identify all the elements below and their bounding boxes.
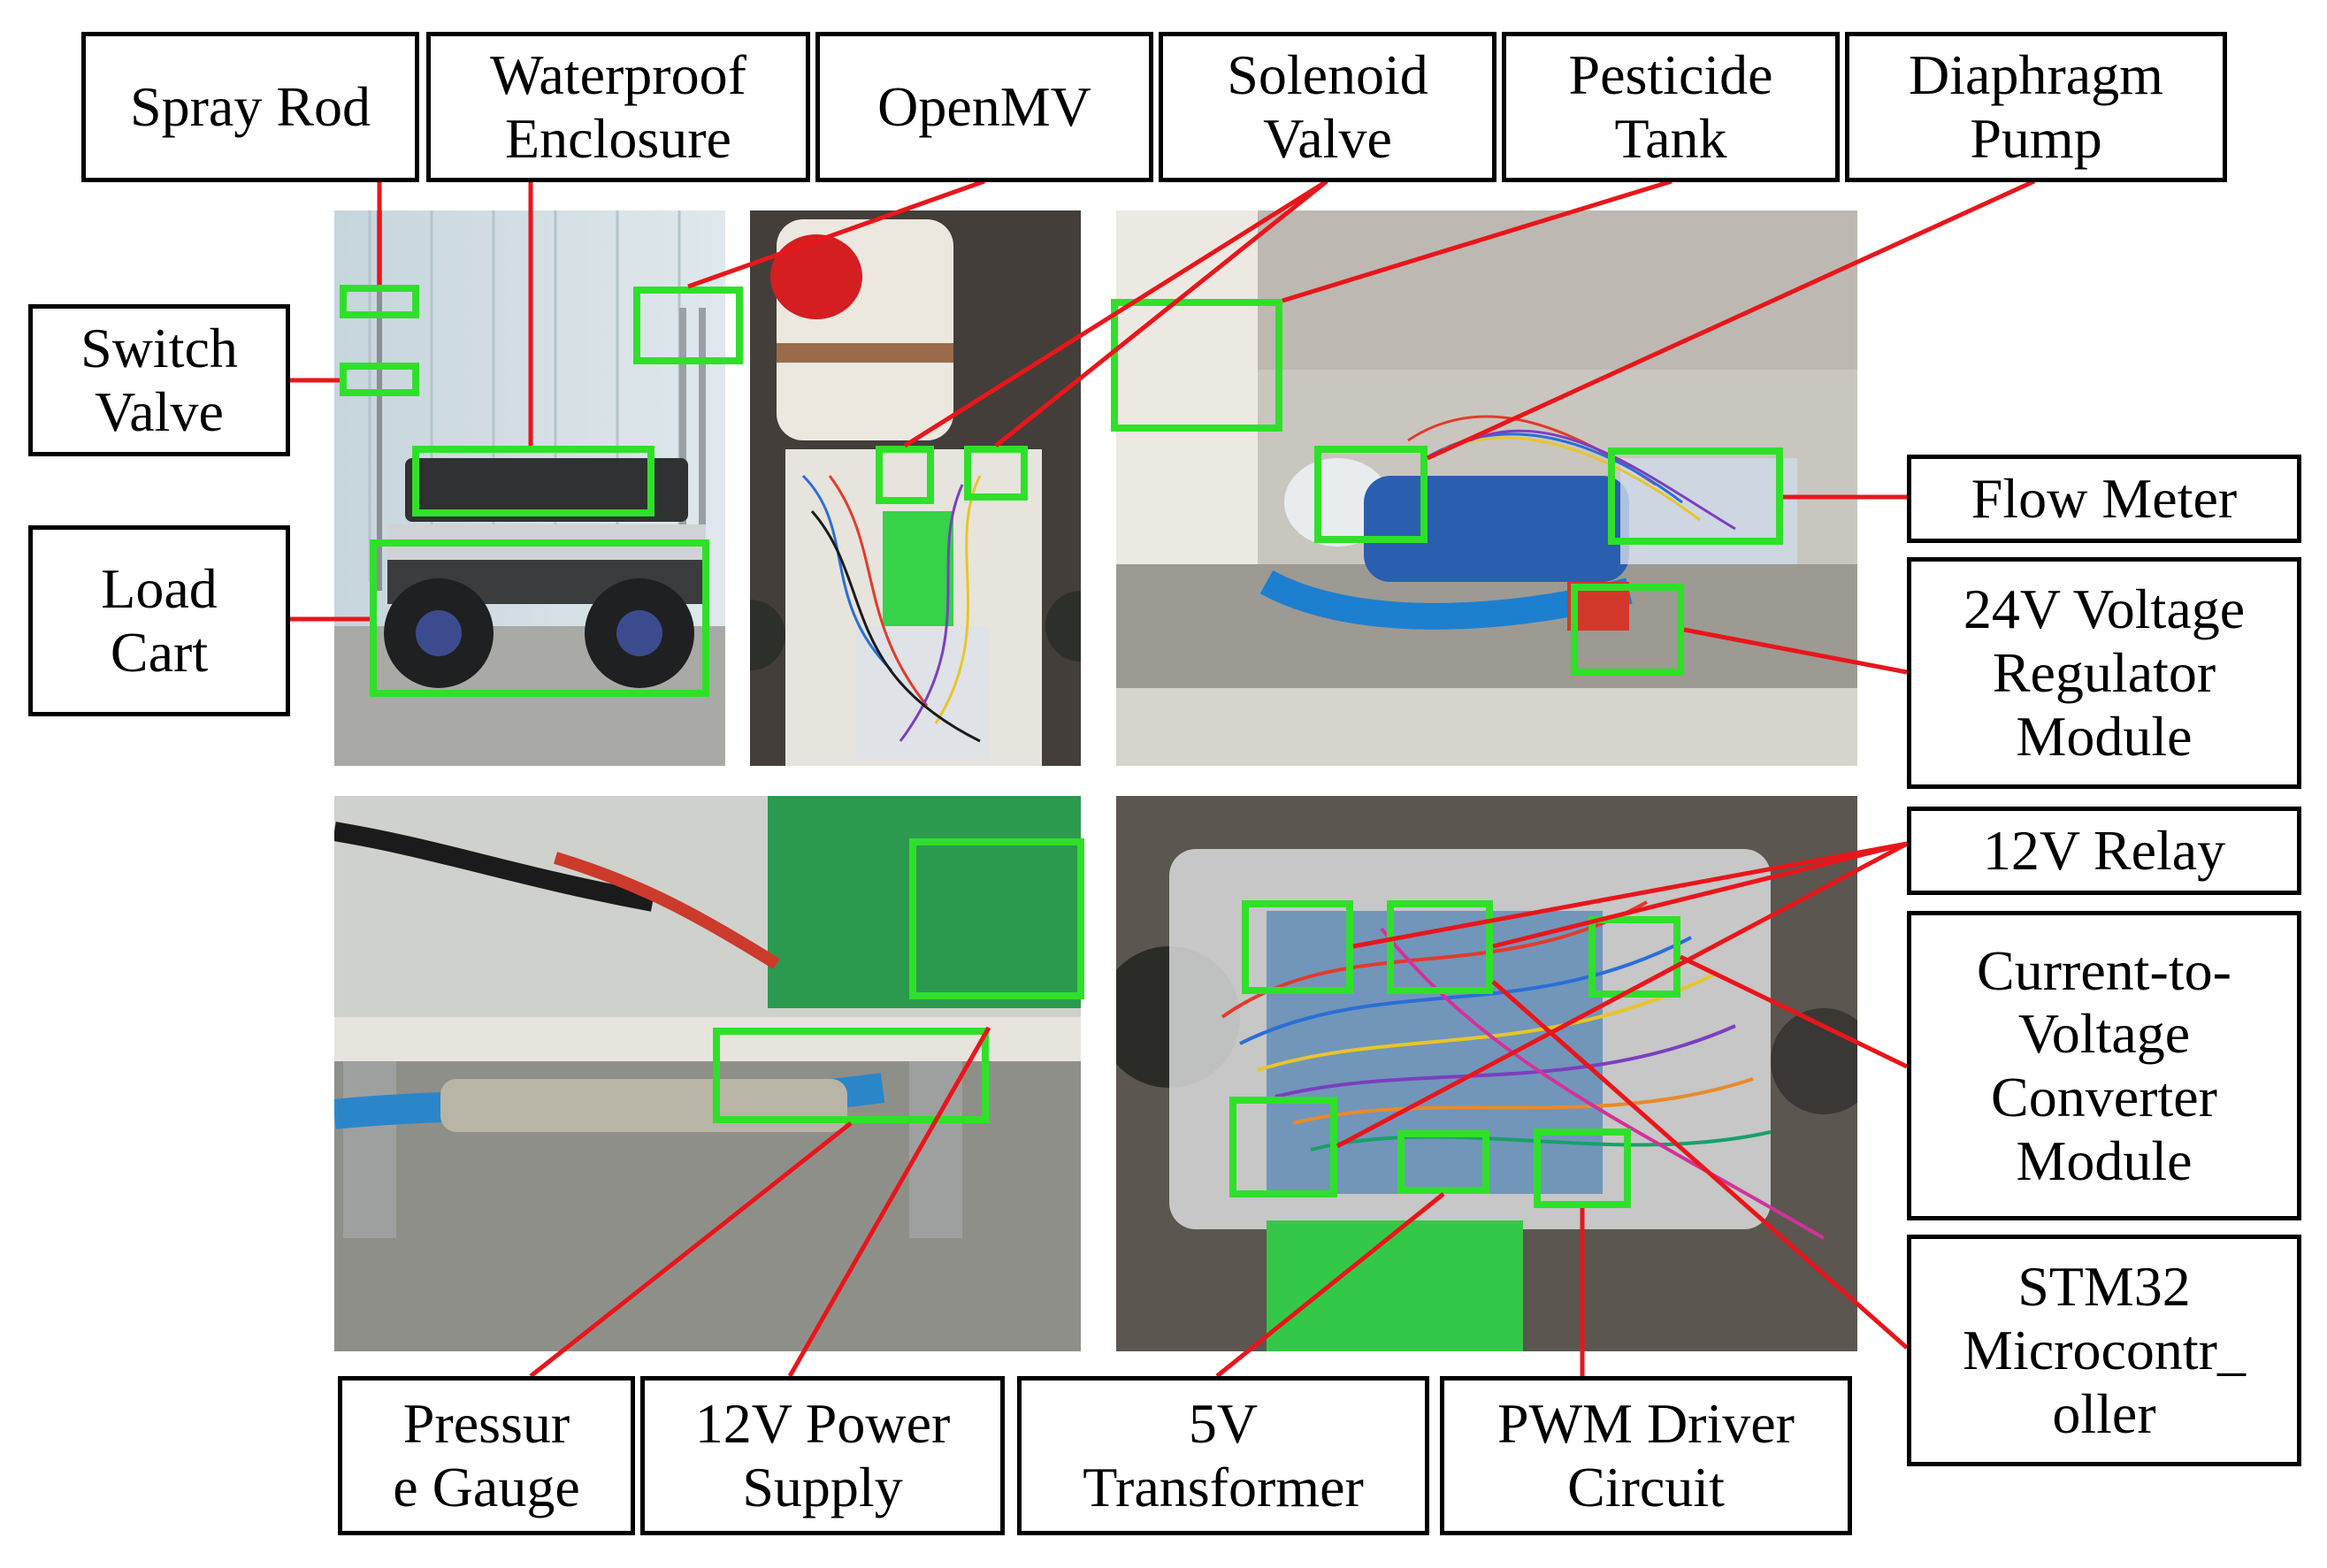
highlight-solenoid-valve-1 [876,446,934,504]
label-stm32: STM32 Microcontr_ oller [1907,1235,2301,1466]
label-openmv: OpenMV [815,32,1153,182]
label-flow-meter-text: Flow Meter [1971,467,2238,531]
label-load-cart: Load Cart [28,525,290,716]
label-waterproof-enclosure-text: Waterproof Enclosure [490,43,746,170]
label-converter-text: Current-to- Voltage Converter Module [1977,938,2231,1192]
highlight-diaphragm-pump [1314,446,1428,543]
highlight-relay-2 [1387,900,1493,994]
label-flow-meter: Flow Meter [1907,455,2301,543]
label-pwm-driver-text: PWM Driver Circuit [1497,1392,1795,1518]
highlight-pressure-gauge [713,1028,989,1123]
label-diaphragm-pump: Diaphragm Pump [1845,32,2227,182]
label-switch-valve-text: Switch Valve [80,317,238,443]
label-stm32-text: STM32 Microcontr_ oller [1963,1255,2246,1445]
highlight-solenoid-valve-2 [964,446,1028,501]
highlight-flow-meter [1608,447,1783,545]
label-pesticide-tank: Pesticide Tank [1502,32,1840,182]
highlight-spray-rod [340,285,419,318]
label-converter: Current-to- Voltage Converter Module [1907,911,2301,1220]
label-pwm-driver: PWM Driver Circuit [1440,1376,1852,1535]
label-power-supply: 12V Power Supply [640,1376,1005,1535]
label-relay: 12V Relay [1907,807,2301,895]
label-pesticide-tank-text: Pesticide Tank [1568,43,1773,170]
label-transformer-text: 5V Transformer [1083,1392,1364,1518]
label-load-cart-text: Load Cart [101,557,218,684]
label-spray-rod-text: Spray Rod [130,75,371,139]
label-voltage-regulator-text: 24V Voltage Regulator Module [1963,577,2246,768]
highlight-relay-1 [1242,900,1353,994]
label-switch-valve: Switch Valve [28,304,290,456]
label-openmv-text: OpenMV [877,75,1091,139]
highlight-waterproof-enclosure [412,446,654,516]
label-solenoid-valve: Solenoid Valve [1159,32,1496,182]
highlight-voltage-regulator [1571,584,1684,676]
label-relay-text: 12V Relay [1982,819,2226,883]
highlight-power-supply [909,838,1084,999]
label-diaphragm-pump-text: Diaphragm Pump [1909,43,2163,170]
label-pressure-gauge: Pressur e Gauge [338,1376,635,1535]
label-power-supply-text: 12V Power Supply [694,1392,951,1518]
highlight-switch-valve [340,363,419,396]
highlight-load-cart [370,539,709,697]
label-pressure-gauge-text: Pressur e Gauge [393,1392,580,1518]
highlight-converter [1588,916,1680,998]
label-solenoid-valve-text: Solenoid Valve [1227,43,1428,170]
label-transformer: 5V Transformer [1017,1376,1429,1535]
highlight-transformer [1397,1130,1489,1194]
highlight-pesticide-tank [1111,299,1282,432]
photo-control-box [1116,796,1857,1351]
label-voltage-regulator: 24V Voltage Regulator Module [1907,557,2301,789]
highlight-pwm-driver [1534,1128,1631,1208]
label-waterproof-enclosure: Waterproof Enclosure [426,32,810,182]
label-spray-rod: Spray Rod [81,32,419,182]
highlight-relay-3 [1229,1097,1337,1197]
highlight-openmv [633,287,743,364]
